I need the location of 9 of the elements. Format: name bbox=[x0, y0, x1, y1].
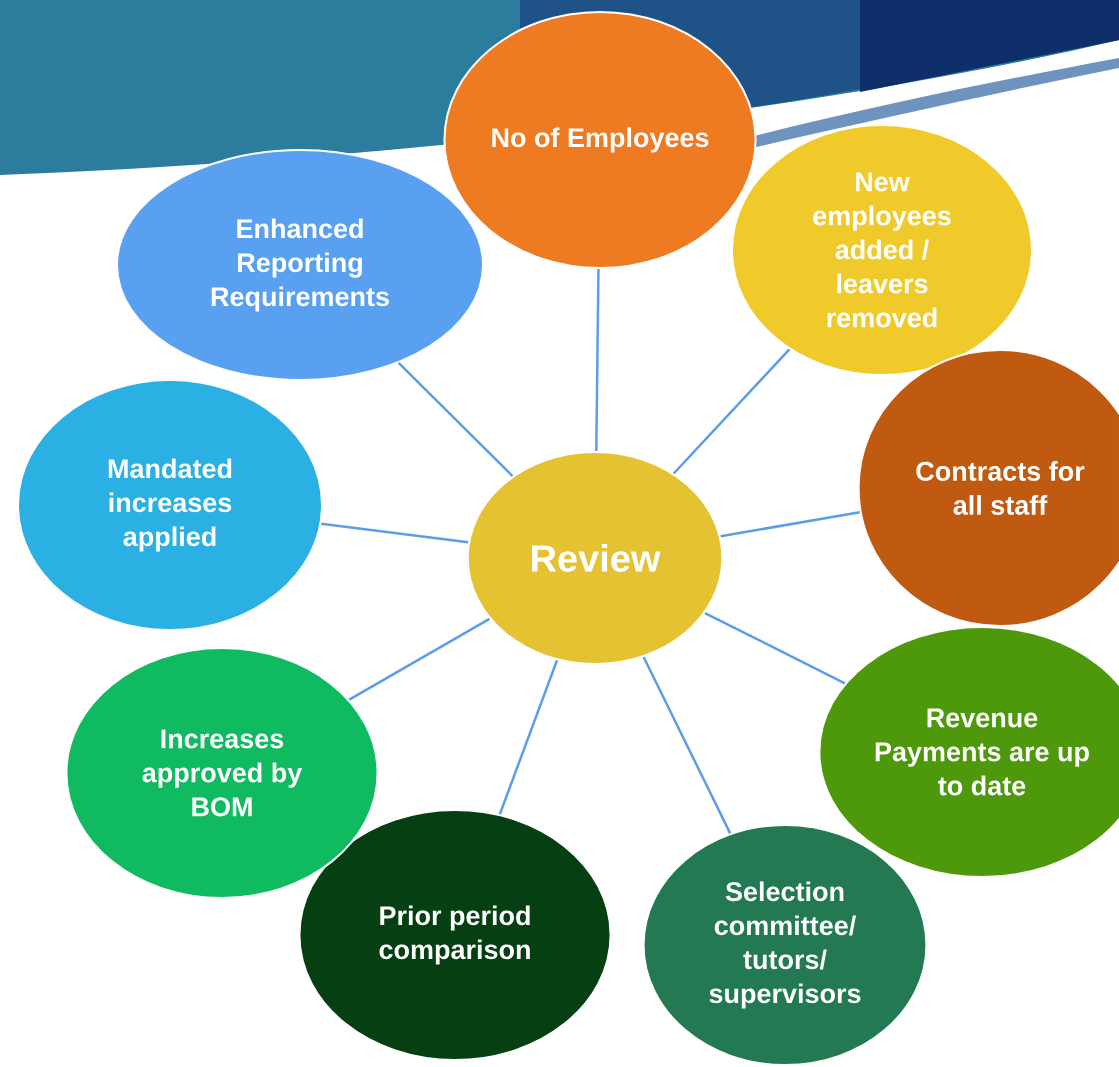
connector-line bbox=[704, 612, 846, 685]
connector-line bbox=[498, 659, 559, 815]
connector-line bbox=[642, 656, 732, 834]
connector-line bbox=[321, 522, 469, 544]
connector-line bbox=[348, 617, 491, 701]
connector-line bbox=[595, 268, 600, 452]
connector-line bbox=[397, 362, 514, 477]
connector-line bbox=[672, 348, 791, 475]
connector-line bbox=[720, 511, 860, 538]
